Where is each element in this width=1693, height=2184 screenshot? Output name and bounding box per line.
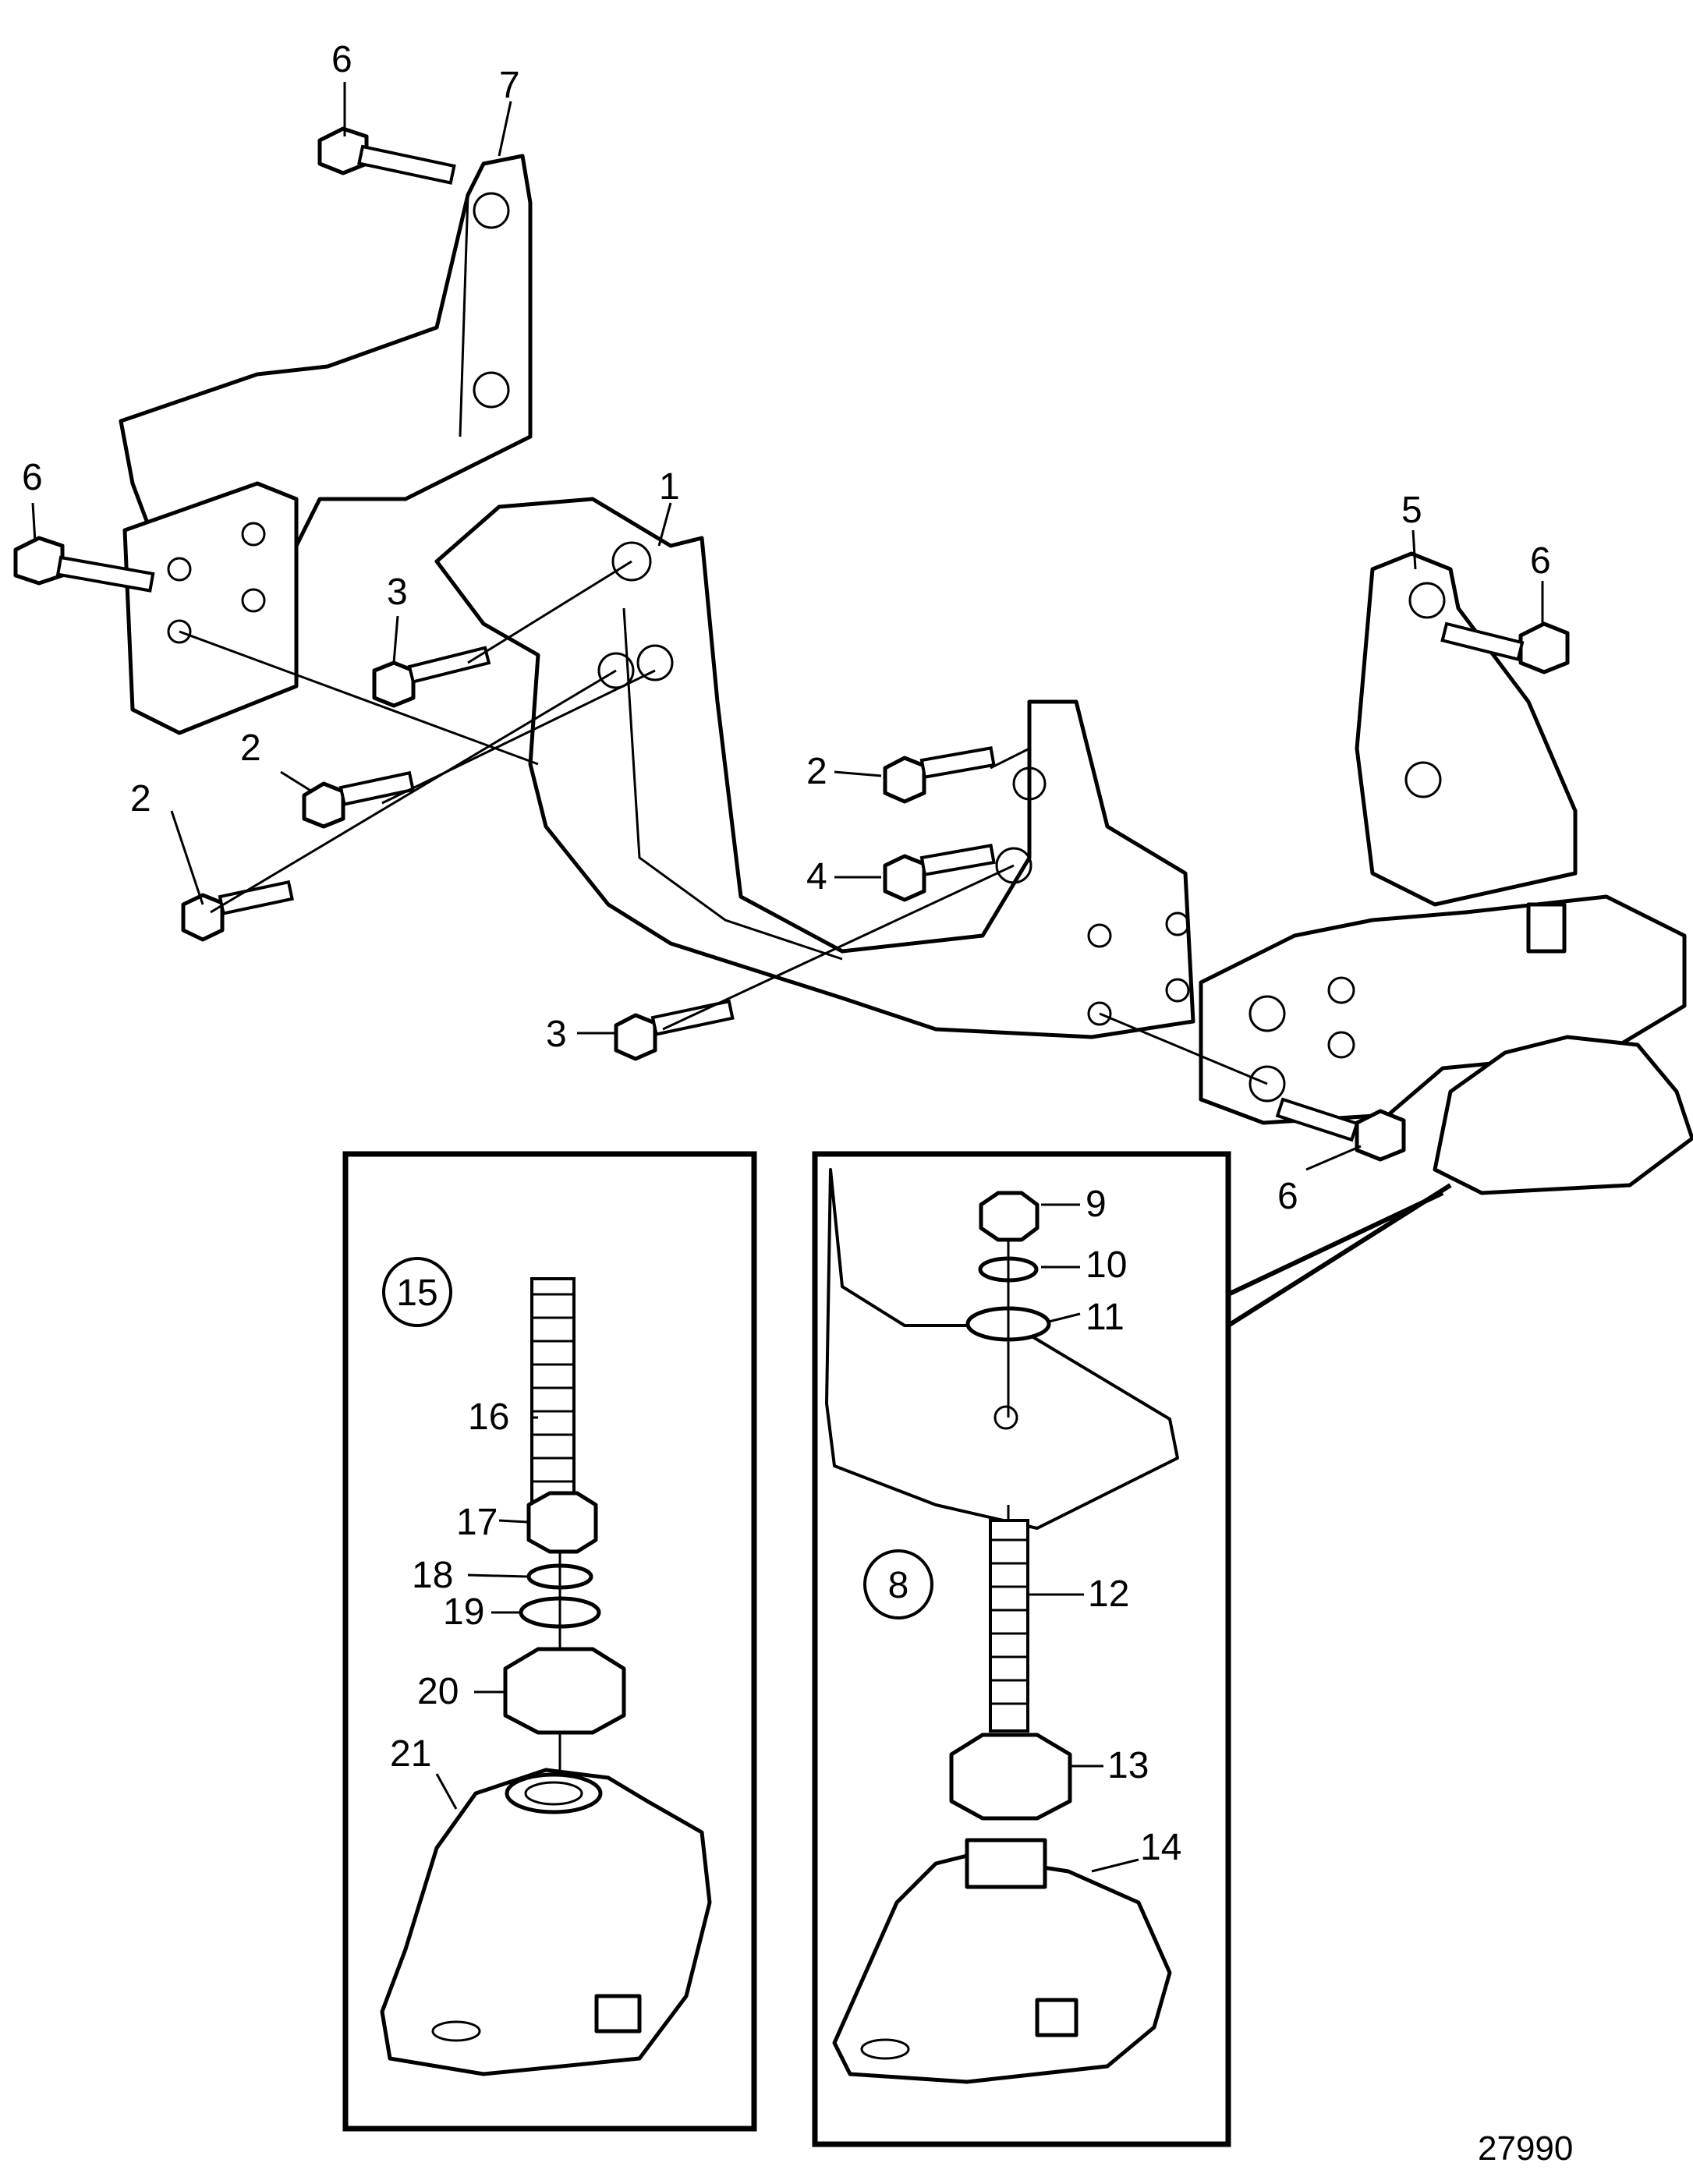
callout-3-lower: 3 [546,1014,567,1055]
callout-13: 13 [1107,1745,1149,1786]
callout-11: 11 [1086,1297,1125,1338]
nut-13 [949,1733,1072,1821]
badge-15 [382,1257,452,1327]
bolt-2-mid [302,770,415,829]
callout-18: 18 [412,1555,453,1596]
badge-8 [863,1549,933,1619]
callout-5: 5 [1401,490,1422,531]
nut-20 [503,1647,626,1735]
callout-6-right-bottom: 6 [1277,1176,1298,1217]
callout-21: 21 [390,1733,431,1775]
inset-right-frame [812,1151,1231,2147]
bolt-6-right-top [1440,621,1570,674]
mounting-plate [825,1168,1179,1530]
bolt-6-right-bottom [1275,1097,1406,1162]
callout-19: 19 [443,1591,484,1633]
engine-mount-frame [434,497,1195,1039]
left-rear-bracket [119,154,533,735]
callout-14: 14 [1140,1827,1181,1868]
callout-6-right-top: 6 [1530,540,1551,582]
badge-15-label: 15 [396,1273,437,1314]
engine-mount-14 [832,1838,1172,2084]
bolt-4 [883,844,996,902]
nut-17 [526,1491,598,1554]
callout-2-left: 2 [130,778,151,819]
callout-4: 4 [806,856,827,897]
callout-1: 1 [659,466,680,508]
callout-3-upper: 3 [387,572,408,613]
engine-mount-small [1433,902,1693,1195]
callout-6-top: 6 [331,39,352,80]
stud-12 [989,1519,1029,1733]
bolt-3-upper [372,646,491,708]
stud-16 [530,1277,576,1522]
callout-17: 17 [456,1502,498,1543]
callout-2-right: 2 [806,751,827,792]
nut-9 [979,1191,1040,1242]
callout-12: 12 [1088,1573,1129,1615]
inset-left-frame [342,1151,757,2132]
callout-20: 20 [417,1671,459,1712]
callout-7: 7 [499,65,520,106]
callout-10: 10 [1086,1244,1127,1286]
figure-number: 27990 [1478,2129,1573,2168]
engine-mount-21 [380,1768,712,2076]
callout-2-mid: 2 [240,727,261,769]
callout-9: 9 [1086,1184,1107,1225]
bolt-6-top [317,126,456,185]
bolt-2-left [181,880,294,942]
bolt-3-lower [614,999,735,1061]
callout-6-left: 6 [22,457,43,498]
bolt-2-right [883,746,996,804]
badge-8-label: 8 [888,1565,909,1606]
callout-16: 16 [468,1396,509,1438]
bolt-6-left [13,536,155,593]
